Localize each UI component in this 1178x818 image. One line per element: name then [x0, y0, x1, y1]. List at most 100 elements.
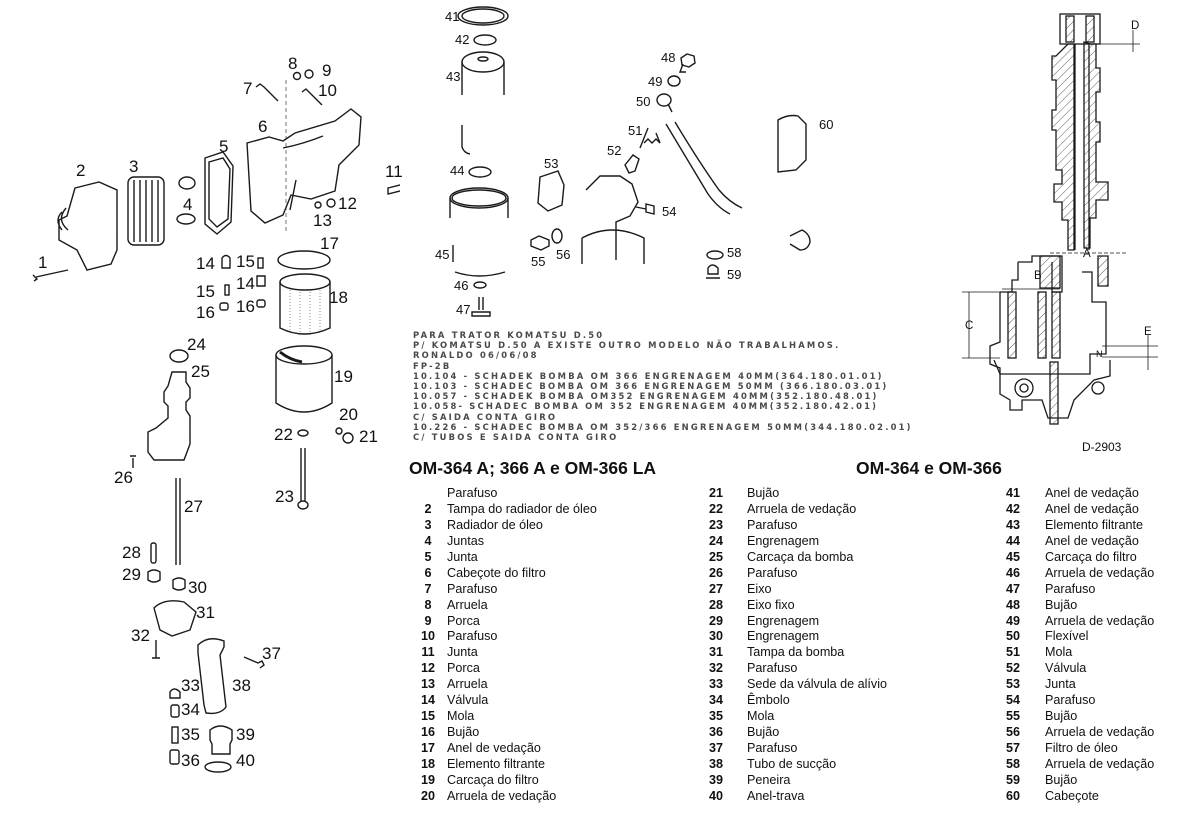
- part-name: Mola: [747, 709, 775, 724]
- part-number: 4: [424, 533, 432, 548]
- part-number: 58: [1006, 756, 1021, 771]
- part-8-washer-drawing: [292, 71, 302, 81]
- part-number: 26: [709, 565, 724, 580]
- part-10-bolt-drawing: [301, 88, 323, 106]
- part-number: 42: [1006, 501, 1021, 516]
- callout-50: 50: [636, 94, 651, 109]
- part-name: Anel de vedação: [1045, 533, 1139, 548]
- part-number: 30: [709, 629, 724, 644]
- part-41-ring-inner: [461, 8, 505, 24]
- part-name: Tampa do radiador de óleo: [447, 501, 597, 516]
- part-number: 3: [424, 517, 432, 532]
- callout-14b: 14: [236, 274, 255, 293]
- parts-list-row: 35 Mola: [709, 709, 887, 725]
- part-number: 12: [420, 661, 435, 676]
- part-name: Êmbolo: [747, 693, 790, 708]
- part-31-pump-cover-drawing: [153, 600, 197, 637]
- part-23-bolt-drawing: [297, 448, 309, 510]
- part-7-bolt-drawing: [255, 83, 279, 102]
- part-name: Parafuso: [1045, 581, 1096, 596]
- part-number: 43: [1006, 517, 1021, 532]
- part-number: 17: [420, 741, 435, 755]
- part-60-head-drawing: [777, 114, 807, 173]
- note-line: 10.226 - SCHADEC BOMBA OM 352/366 ENGREN…: [413, 421, 913, 432]
- heading-om364: OM-364 e OM-366: [856, 458, 1002, 478]
- callout-6: 6: [258, 117, 268, 136]
- part-number: 16: [420, 725, 435, 740]
- callout-52: 52: [607, 143, 622, 158]
- part-number: 53: [1006, 677, 1021, 692]
- part-number: 39: [709, 772, 724, 787]
- parts-list-row: 30 Engrenagem: [709, 629, 887, 645]
- callout-47: 47: [456, 302, 471, 317]
- part-name: Engrenagem: [747, 629, 820, 644]
- callout-35: 35: [181, 725, 200, 744]
- part-name: Parafuso: [747, 661, 798, 676]
- hose-line-drawing: [665, 123, 731, 215]
- callout-29: 29: [122, 565, 141, 584]
- part-name: Flexível: [1045, 629, 1089, 644]
- parts-list-row: 3 Radiador de óleo: [409, 518, 597, 534]
- callout-58: 58: [727, 245, 742, 260]
- part-name: Mola: [447, 709, 475, 724]
- part-name: Radiador de óleo: [447, 517, 543, 532]
- part-number: 22: [709, 501, 724, 516]
- callout-18: 18: [329, 288, 348, 307]
- callout-34: 34: [181, 700, 200, 719]
- section-label-c: C: [965, 320, 974, 332]
- section-label-d: D: [1131, 20, 1140, 32]
- callout-28: 28: [122, 543, 141, 562]
- part-12-nut-drawing: [326, 198, 336, 208]
- part-name: Engrenagem: [747, 533, 820, 548]
- part-36-plug-drawing: [169, 749, 180, 765]
- part-name: Arruela de vedação: [1045, 725, 1155, 740]
- note-line: 10.058- SCHADEC BOMBA OM 352 ENGRENAGEM …: [413, 401, 879, 412]
- section-base: [993, 359, 1111, 419]
- callout-32: 32: [131, 626, 150, 645]
- part-name: Tampa da bomba: [747, 645, 845, 660]
- part-5-gasket-drawing: [204, 151, 234, 235]
- callout-1: 1: [38, 253, 48, 272]
- part-name: Sede da válvula de alívio: [747, 677, 888, 692]
- part-number: 46: [1006, 565, 1021, 580]
- part-56-washer-drawing: [551, 228, 563, 244]
- part-47-bolt-drawing: [471, 297, 491, 317]
- exploded-diagram-om364: [449, 6, 811, 317]
- part-2-cover-drawing: [57, 181, 118, 271]
- part-number: 35: [709, 709, 724, 724]
- part-21-plug-drawing: [342, 432, 354, 444]
- part-28-pin-drawing: [150, 542, 157, 564]
- callout-39: 39: [236, 725, 255, 744]
- callout-33: 33: [181, 676, 200, 695]
- part-name: Válvula: [1045, 661, 1087, 676]
- callout-46: 46: [454, 278, 469, 293]
- part-46-washer-drawing: [473, 281, 487, 289]
- callout-43: 43: [446, 69, 461, 84]
- part-45-housing-drawing: [449, 187, 509, 277]
- part-name: Arruela: [447, 677, 488, 692]
- callout-14a: 14: [196, 254, 215, 273]
